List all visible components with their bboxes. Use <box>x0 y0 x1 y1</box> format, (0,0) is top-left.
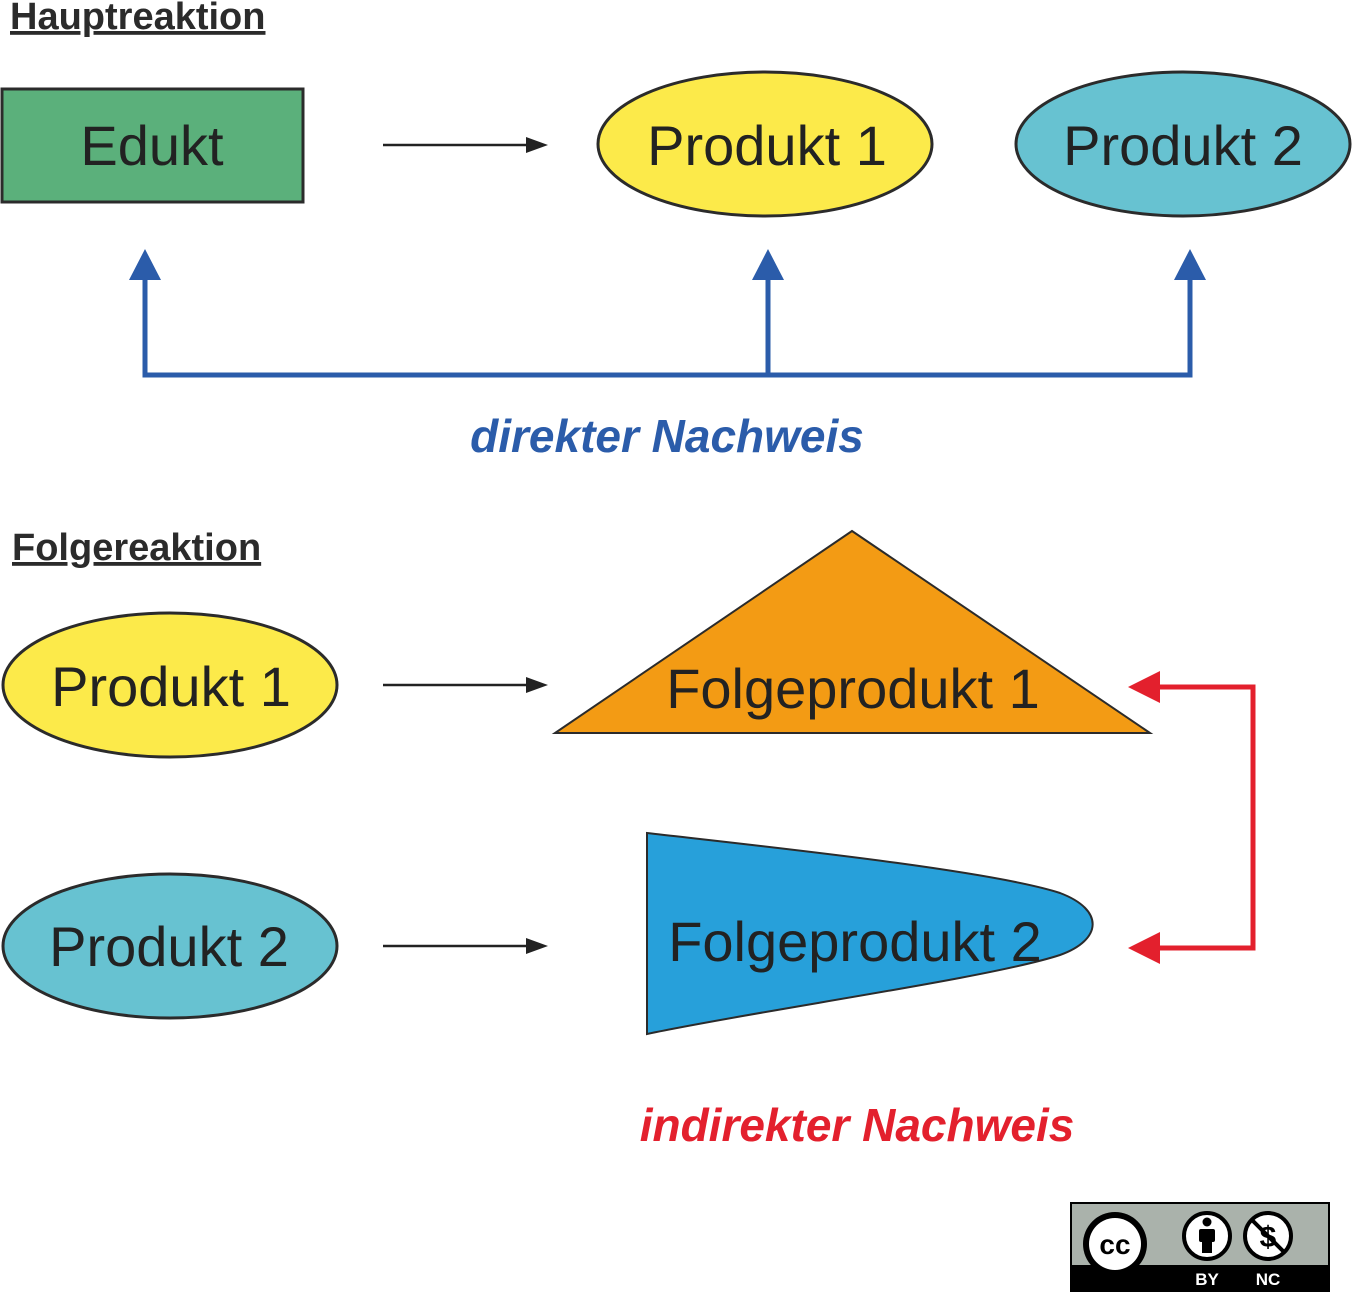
noncommercial-dollar-icon: $ <box>1243 1211 1293 1261</box>
follow-produkt1-ellipse <box>1 611 339 759</box>
arrowhead-produkt2-to-folgeprodukt2 <box>526 938 548 954</box>
direct-detection-connector <box>129 249 1206 378</box>
cc-logo-text: cc <box>1099 1229 1130 1260</box>
red-arrowhead-folgeprodukt2 <box>1128 932 1160 964</box>
blue-arrowhead-edukt <box>129 249 161 280</box>
indirect-detection-connector <box>1128 671 1256 964</box>
arrowhead-produkt1-to-folgeprodukt1 <box>526 677 548 693</box>
red-arrowhead-folgeprodukt1 <box>1128 671 1160 703</box>
produkt1-ellipse <box>596 70 934 218</box>
edukt-box <box>0 87 305 204</box>
blue-arrowhead-produkt2 <box>1174 249 1206 280</box>
cc-by-label: BY <box>1195 1270 1219 1289</box>
blue-arrowhead-produkt1 <box>752 249 784 280</box>
folgeprodukt2-label: Folgeprodukt 2 <box>668 910 1042 973</box>
produkt1-label: Produkt 1 <box>647 114 887 177</box>
heading-hauptreaktion: Hauptreaktion <box>10 0 265 38</box>
cc-license-badge[interactable]: cc $ BY NC <box>1070 1202 1330 1292</box>
indirect-detection-label: indirekter Nachweis <box>640 1099 1075 1151</box>
follow-produkt2-ellipse <box>1 872 339 1020</box>
follow-produkt1-label: Produkt 1 <box>51 655 291 718</box>
edukt-label: Edukt <box>80 114 224 177</box>
cc-nc-label: NC <box>1256 1270 1281 1289</box>
follow-produkt2-label: Produkt 2 <box>49 915 289 978</box>
direct-detection-label: direkter Nachweis <box>470 410 864 462</box>
produkt2-label: Produkt 2 <box>1063 114 1303 177</box>
folgeprodukt2-shape <box>646 831 1094 1036</box>
attribution-person-icon <box>1182 1211 1232 1261</box>
produkt2-ellipse <box>1014 70 1352 218</box>
folgeprodukt1-triangle <box>551 529 1154 734</box>
heading-folgereaktion: Folgereaktion <box>12 527 261 569</box>
folgeprodukt1-label: Folgeprodukt 1 <box>666 657 1040 720</box>
arrowhead-edukt-to-produkt1 <box>526 137 548 153</box>
